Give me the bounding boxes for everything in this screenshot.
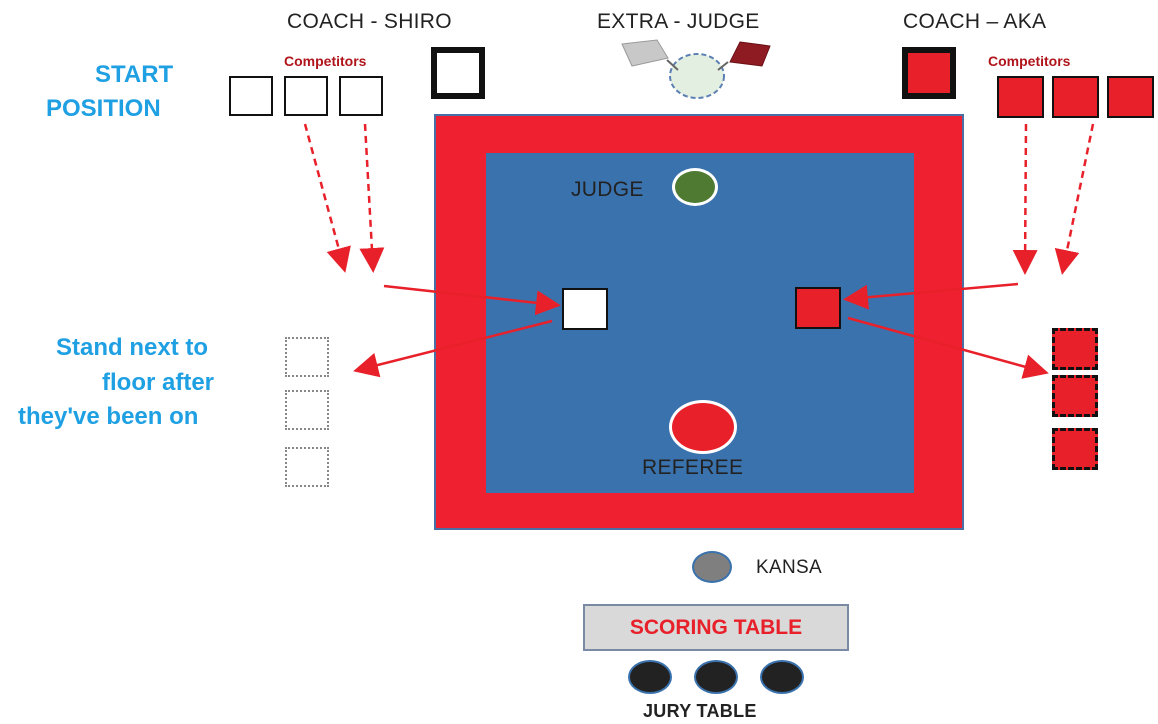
shiro-competitor-on-mat: [562, 288, 608, 330]
judge-label: JUDGE: [571, 178, 644, 201]
shiro-competitor-waiting-2: [285, 390, 329, 430]
jury-member-1: [628, 660, 672, 694]
shiro-walk-on-arrow: [383, 284, 561, 316]
start-position-label-line1: START: [95, 61, 174, 88]
aka-walk-off-arrow: [847, 316, 1049, 379]
jury-table-label: JURY TABLE: [643, 701, 757, 721]
coach-shiro-marker: [431, 47, 485, 99]
aka-competitor-start-1: [997, 76, 1044, 118]
shiro-competitor-start-3: [339, 76, 383, 116]
aka-entry-arrow-1: [1012, 123, 1038, 275]
referee-label: REFEREE: [642, 456, 744, 479]
shiro-entry-arrow-1: [303, 123, 351, 273]
competitors-label-aka: Competitors: [988, 53, 1071, 69]
shiro-competitor-waiting-3: [285, 447, 329, 487]
coach-aka-label: COACH – AKA: [903, 10, 1047, 33]
kansa-marker: [692, 551, 732, 583]
aka-competitor-start-3: [1107, 76, 1154, 118]
extra-judge-label: EXTRA - JUDGE: [597, 10, 760, 33]
judge-marker: [672, 168, 718, 206]
aka-competitor-on-mat: [795, 287, 841, 329]
aka-competitor-start-2: [1052, 76, 1099, 118]
coach-shiro-label: COACH - SHIRO: [287, 10, 452, 33]
jury-member-2: [694, 660, 738, 694]
shiro-entry-arrow-2: [359, 123, 385, 273]
start-position-label-line2: POSITION: [46, 95, 161, 122]
shiro-competitor-waiting-1: [285, 337, 329, 377]
referee-marker: [669, 400, 737, 454]
shiro-walk-off-arrow: [353, 319, 553, 378]
shiro-competitor-start-1: [229, 76, 273, 116]
scoring-table-label: SCORING TABLE: [629, 616, 803, 639]
stand-next-label-line3: they've been on: [18, 403, 199, 430]
kansa-label: KANSA: [756, 557, 822, 578]
competitors-label-shiro: Competitors: [284, 53, 367, 69]
aka-entry-arrow-2: [1054, 123, 1095, 275]
aka-competitor-waiting-1: [1052, 328, 1098, 370]
jury-member-3: [760, 660, 804, 694]
coach-aka-marker: [902, 47, 956, 99]
aka-competitor-waiting-2: [1052, 375, 1098, 417]
stand-next-label-line1: Stand next to: [56, 334, 209, 361]
shiro-competitor-start-2: [284, 76, 328, 116]
flag-pair-icon: [621, 39, 771, 99]
aka-walk-on-arrow: [843, 282, 1019, 310]
stand-next-label-line2: floor after: [102, 369, 215, 396]
scoring-table: SCORING TABLE: [583, 604, 849, 651]
aka-competitor-waiting-3: [1052, 428, 1098, 470]
